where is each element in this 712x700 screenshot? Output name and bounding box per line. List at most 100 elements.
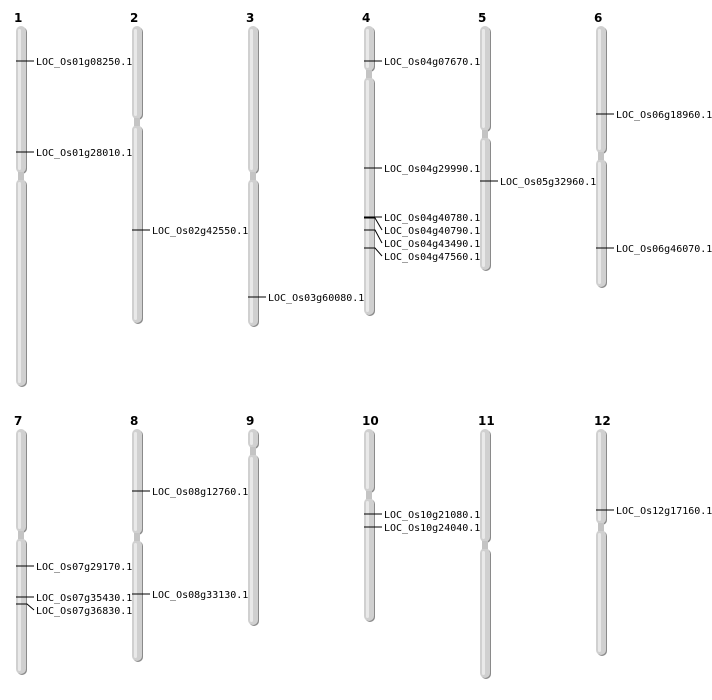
gene-marker: LOC_Os04g29990.1 [364, 164, 480, 175]
chromosome-number: 2 [130, 11, 138, 25]
chromosome-number: 12 [594, 414, 611, 428]
chromosome-number: 3 [246, 11, 254, 25]
gene-marker: LOC_Os07g35430.1 [16, 593, 132, 604]
short-arm [480, 429, 491, 543]
gene-marker: LOC_Os08g33130.1 [132, 590, 248, 601]
gene-marker: LOC_Os06g46070.1 [596, 244, 712, 255]
long-arm [248, 454, 259, 626]
centromere [134, 533, 140, 541]
centromere [598, 523, 604, 531]
centromere [482, 541, 488, 549]
centromere [18, 172, 24, 180]
gene-tick [364, 229, 383, 244]
long-arm [596, 159, 607, 288]
long-arm [16, 179, 27, 387]
chromosome-number: 1 [14, 11, 22, 25]
short-arm [248, 26, 259, 174]
gene-marker: LOC_Os06g18960.1 [596, 110, 712, 121]
gene-label: LOC_Os04g47560.1 [384, 252, 480, 263]
gene-label: LOC_Os07g35430.1 [36, 593, 132, 604]
long-arm [132, 540, 143, 662]
gene-label: LOC_Os04g40780.1 [384, 213, 480, 224]
gene-marker: LOC_Os02g42550.1 [132, 226, 248, 237]
short-arm [480, 26, 491, 132]
gene-marker: LOC_Os12g17160.1 [596, 506, 712, 517]
gene-marker: LOC_Os04g40780.1 [364, 213, 480, 224]
short-arm [248, 429, 259, 449]
short-arm [596, 26, 607, 154]
chromosome-11: 11 [478, 414, 495, 679]
chromosome-number: 8 [130, 414, 138, 428]
centromere [18, 531, 24, 539]
chromosome-number: 5 [478, 11, 486, 25]
long-arm [364, 77, 375, 316]
centromere [134, 118, 140, 126]
gene-label: LOC_Os08g12760.1 [152, 487, 248, 498]
gene-marker: LOC_Os04g43490.1 [364, 229, 480, 250]
gene-tick [364, 247, 383, 257]
gene-label: LOC_Os01g28010.1 [36, 148, 132, 159]
gene-label: LOC_Os04g07670.1 [384, 57, 480, 68]
gene-label: LOC_Os06g18960.1 [616, 110, 712, 121]
gene-label: LOC_Os02g42550.1 [152, 226, 248, 237]
short-arm [596, 429, 607, 525]
long-arm [16, 538, 27, 675]
chromosome-4: 4LOC_Os04g07670.1LOC_Os04g29990.1LOC_Os0… [362, 11, 480, 316]
chromosome-number: 4 [362, 11, 370, 25]
gene-marker: LOC_Os08g12760.1 [132, 487, 248, 498]
gene-marker: LOC_Os10g24040.1 [364, 523, 480, 534]
long-arm [132, 125, 143, 324]
long-arm [480, 137, 491, 271]
centromere [366, 491, 372, 499]
gene-tick [364, 217, 383, 231]
short-arm [132, 26, 143, 120]
centromere [598, 152, 604, 160]
gene-marker: LOC_Os04g07670.1 [364, 57, 480, 68]
gene-label: LOC_Os08g33130.1 [152, 590, 248, 601]
gene-marker: LOC_Os04g47560.1 [364, 247, 480, 263]
gene-label: LOC_Os01g08250.1 [36, 57, 132, 68]
gene-label: LOC_Os03g60080.1 [268, 293, 364, 304]
chromosome-number: 11 [478, 414, 495, 428]
gene-tick [16, 603, 35, 611]
centromere [482, 130, 488, 138]
gene-marker: LOC_Os05g32960.1 [480, 177, 596, 188]
gene-label: LOC_Os04g40790.1 [384, 226, 480, 237]
gene-marker: LOC_Os03g60080.1 [248, 293, 364, 304]
long-arm [480, 548, 491, 679]
gene-marker: LOC_Os10g21080.1 [364, 510, 480, 521]
long-arm [248, 179, 259, 327]
gene-marker: LOC_Os07g36830.1 [16, 603, 132, 617]
long-arm [364, 498, 375, 622]
gene-label: LOC_Os06g46070.1 [616, 244, 712, 255]
short-arm [16, 429, 27, 533]
gene-label: LOC_Os12g17160.1 [616, 506, 712, 517]
gene-label: LOC_Os07g36830.1 [36, 606, 132, 617]
gene-marker: LOC_Os01g08250.1 [16, 57, 132, 68]
chromosome-number: 10 [362, 414, 379, 428]
chromosome-7: 7LOC_Os07g29170.1LOC_Os07g35430.1LOC_Os0… [14, 414, 132, 675]
gene-label: LOC_Os10g24040.1 [384, 523, 480, 534]
gene-label: LOC_Os04g29990.1 [384, 164, 480, 175]
centromere [250, 447, 256, 455]
short-arm [364, 429, 375, 493]
gene-label: LOC_Os04g43490.1 [384, 239, 480, 250]
gene-marker: LOC_Os07g29170.1 [16, 562, 132, 573]
long-arm [596, 530, 607, 656]
chromosome-number: 6 [594, 11, 602, 25]
chromosome-9: 9 [246, 414, 259, 626]
gene-label: LOC_Os10g21080.1 [384, 510, 480, 521]
centromere [250, 172, 256, 180]
centromere [366, 70, 372, 78]
chromosome-number: 7 [14, 414, 22, 428]
gene-label: LOC_Os05g32960.1 [500, 177, 596, 188]
